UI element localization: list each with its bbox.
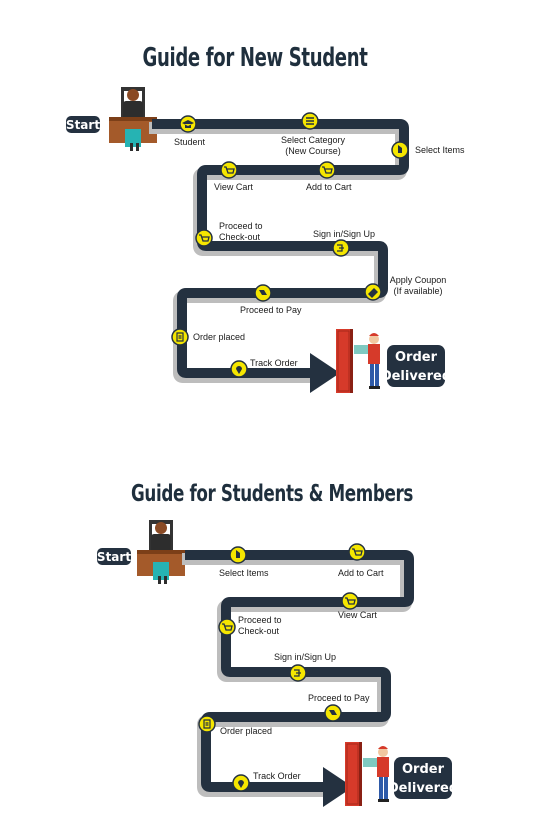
location-pin-icon xyxy=(236,366,242,374)
pointer-hand-icon xyxy=(236,550,240,558)
step-marker xyxy=(332,239,350,257)
step-label: Apply Coupon xyxy=(390,275,447,285)
step-marker xyxy=(171,328,189,346)
step-label: View Cart xyxy=(214,182,253,192)
payment-icon xyxy=(259,290,267,295)
step-label: Select Category xyxy=(281,135,346,145)
sign-in-icon xyxy=(294,669,301,677)
step-sublabel: Check-out xyxy=(238,626,280,636)
cart-add-icon xyxy=(352,548,363,556)
guide-2-end-badge: Order Delivered xyxy=(388,757,458,799)
cart-icon xyxy=(345,597,356,605)
document-icon xyxy=(176,332,184,342)
step-sublabel: (If available) xyxy=(393,286,442,296)
cart-add-icon xyxy=(322,166,333,174)
step-label: Sign in/Sign Up xyxy=(313,229,375,239)
step-marker xyxy=(348,543,366,561)
step-label: Track Order xyxy=(250,358,298,368)
step-marker xyxy=(391,141,409,159)
step-marker xyxy=(195,229,213,247)
pointer-hand-icon xyxy=(398,145,402,153)
checkout-cart-icon xyxy=(222,623,233,631)
guide-1-start-label: Start xyxy=(66,118,100,132)
step-marker xyxy=(220,161,238,179)
step-label: Select Items xyxy=(415,145,465,155)
end-sublabel: Delivered xyxy=(381,369,451,384)
step-marker xyxy=(289,664,307,682)
cart-icon xyxy=(224,166,235,174)
guide-2-start-badge: Start xyxy=(97,548,131,565)
guide-2-title: Guide for Students & Members xyxy=(131,481,413,507)
step-marker xyxy=(301,112,319,130)
step-sublabel: (New Course) xyxy=(285,146,341,156)
step-label: Proceed to xyxy=(219,221,263,231)
end-sublabel: Delivered xyxy=(388,781,458,796)
document-icon xyxy=(203,719,211,729)
step-label: Order placed xyxy=(193,332,245,342)
step-marker xyxy=(318,161,336,179)
checkout-cart-icon xyxy=(199,234,210,242)
guide-2-student-figure xyxy=(137,520,185,584)
guide-students-members: Guide for Students & Members Start Selec… xyxy=(97,479,458,807)
step-marker xyxy=(230,360,248,378)
location-pin-icon xyxy=(238,780,244,788)
guide-2-delivery-figure xyxy=(344,741,390,807)
step-marker xyxy=(341,592,359,610)
guide-1-title: Guide for New Student xyxy=(143,43,368,73)
guide-1-delivery-figure xyxy=(335,328,381,394)
sign-in-icon xyxy=(337,244,344,252)
guide-1-end-badge: Order Delivered xyxy=(381,345,451,387)
guide-1-road xyxy=(149,119,409,393)
step-marker xyxy=(364,283,382,301)
end-label: Order xyxy=(402,762,445,777)
step-label: Select Items xyxy=(219,568,269,578)
step-marker xyxy=(179,115,197,133)
step-marker xyxy=(324,704,342,722)
step-label: Order placed xyxy=(220,726,272,736)
guide-2-start-label: Start xyxy=(97,550,131,564)
step-label: Add to Cart xyxy=(338,568,384,578)
step-label: Track Order xyxy=(253,771,301,781)
step-marker xyxy=(229,546,247,564)
payment-icon xyxy=(329,710,337,715)
step-label: Proceed to xyxy=(238,615,282,625)
step-label: Add to Cart xyxy=(306,182,352,192)
step-label: Proceed to Pay xyxy=(240,305,302,315)
graduation-cap-icon xyxy=(182,120,194,128)
step-sublabel: Check-out xyxy=(219,232,261,242)
step-marker xyxy=(254,284,272,302)
step-label: Proceed to Pay xyxy=(308,693,370,703)
step-marker xyxy=(232,774,250,792)
step-marker xyxy=(218,618,236,636)
coupon-icon xyxy=(368,288,378,298)
guide-1-start-badge: Start xyxy=(66,116,100,133)
guide-new-student: Guide for New Student Start Student Sele… xyxy=(66,41,465,394)
list-icon xyxy=(306,117,314,125)
step-marker xyxy=(198,715,216,733)
end-label: Order xyxy=(395,350,438,365)
step-label: Student xyxy=(174,137,206,147)
step-label: Sign in/Sign Up xyxy=(274,652,336,662)
guide-1-student-figure xyxy=(109,87,157,151)
step-label: View Cart xyxy=(338,610,377,620)
